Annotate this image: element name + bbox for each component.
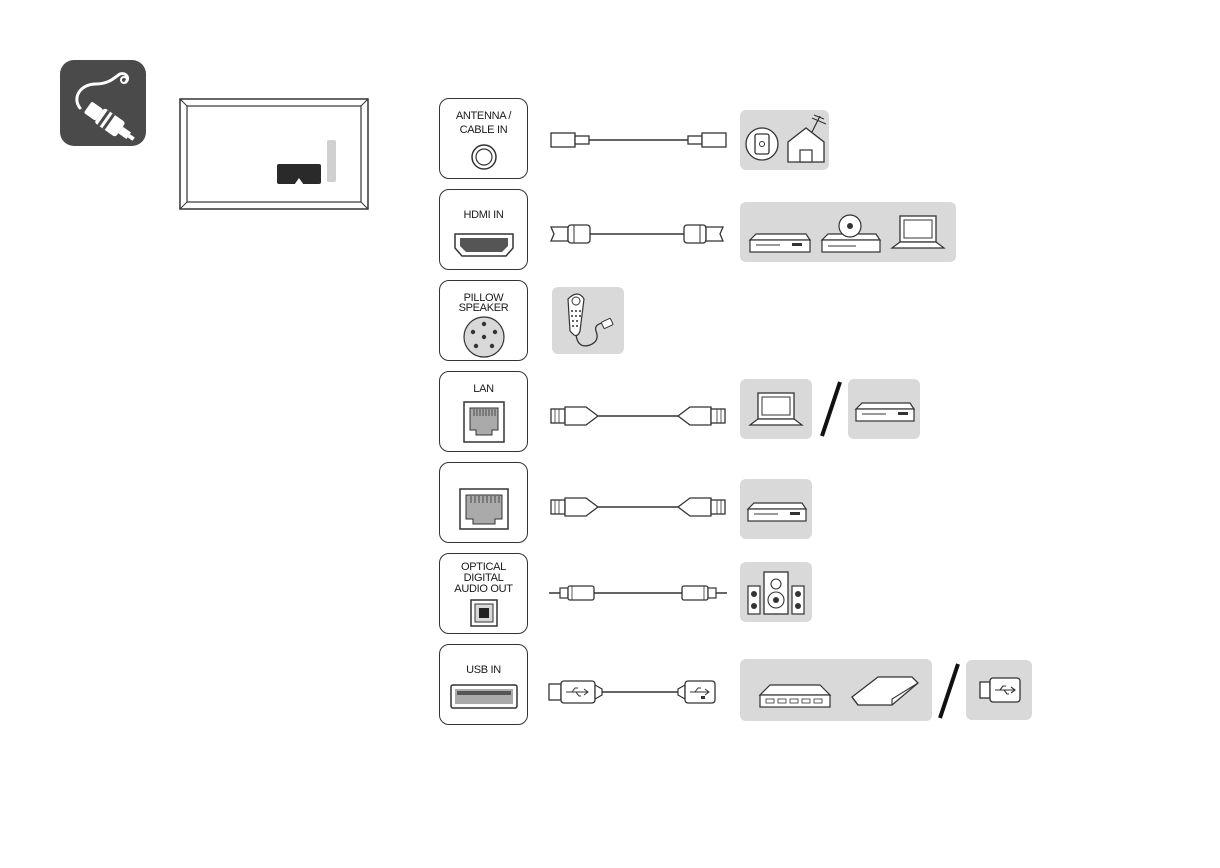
antenna-home-panel [740,110,829,170]
port-optical: OPTICAL DIGITAL AUDIO OUT [439,553,528,634]
lan-settop-panel [848,379,920,439]
port-rj45 [439,462,528,543]
laptop-icon [740,379,812,439]
hdmi-devices-panel [740,202,956,262]
wall-outlet-icon [746,128,778,160]
pillow-speaker-panel [552,287,624,354]
hdmi-cable-icon [550,219,730,249]
usb-flash-panel [966,660,1032,720]
din-socket-icon [440,281,529,362]
lan-laptop-panel [740,379,812,439]
lan-cable-icon [550,401,730,431]
rj45-settop-panel [740,479,812,539]
portable-drive-icon [852,677,918,705]
usb-cable-icon [548,677,728,707]
pillow-speaker-remote-icon [552,287,624,354]
dvd-player-icon [822,215,880,252]
house-antenna-icon [788,115,826,162]
rj45-socket-icon [440,463,529,544]
port-hdmi: HDMI IN [439,189,528,270]
speaker-system-icon [740,562,812,622]
optical-cable-icon [548,583,728,603]
port-lan: LAN [439,371,528,452]
port-pillow-speaker: PILLOW SPEAKER [439,280,528,361]
laptop-icon [892,216,944,248]
coax-socket-icon [440,99,529,180]
hdmi-socket-icon [440,190,529,271]
port-usb: USB IN [439,644,528,725]
lan-cable-icon [550,492,730,522]
or-slash-icon [934,660,964,722]
set-top-box-icon [848,379,920,439]
cable-plug-icon [60,60,146,146]
usb-flash-icon [966,660,1032,720]
optical-speakers-panel [740,562,812,622]
coax-cable-icon [550,126,730,156]
hard-drive-icon [760,685,830,707]
toslink-socket-icon [440,554,529,635]
port-antenna: ANTENNA / CABLE IN [439,98,528,179]
set-top-box-icon [750,234,810,252]
rj45-socket-icon [440,372,529,453]
or-slash-icon [816,378,846,440]
set-top-box-icon [740,479,812,539]
usb-storage-panel [740,659,932,721]
usb-a-socket-icon [440,645,529,726]
tv-rear-icon [179,98,369,210]
